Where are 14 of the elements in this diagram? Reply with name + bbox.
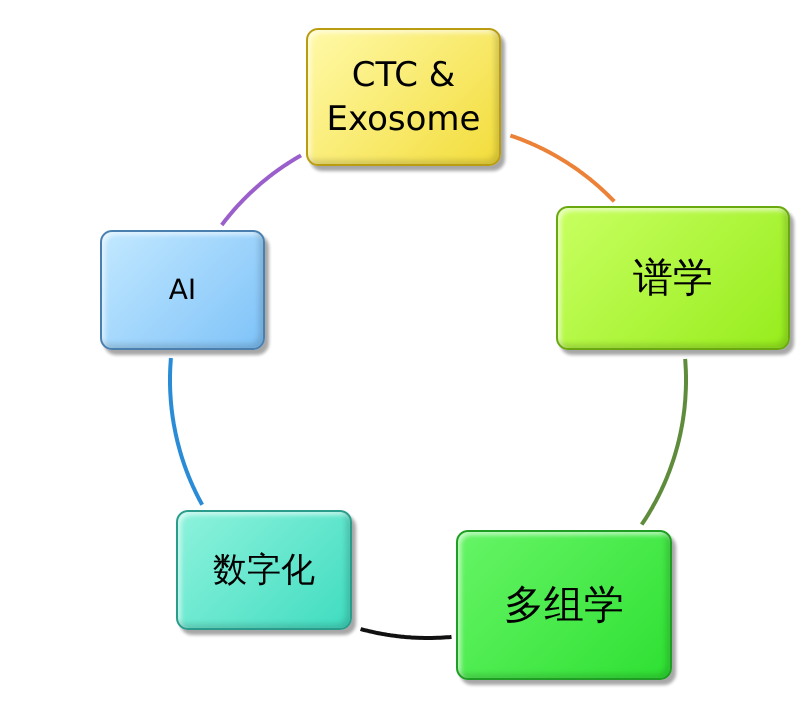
node-label: 谱学: [632, 254, 714, 303]
connector-arc: [360, 627, 452, 640]
node-label: 多组学: [503, 581, 625, 630]
process-box: [456, 530, 672, 680]
process-box: [100, 230, 265, 350]
connector-arc: [640, 358, 688, 526]
node-label: CTC & Exosome: [326, 54, 482, 141]
node-label: 数字化: [212, 548, 316, 592]
process-box: [556, 206, 790, 350]
connector-arc: [510, 134, 616, 203]
process-box: [306, 28, 501, 166]
node-label: AI: [168, 272, 198, 308]
connector-arc: [168, 358, 204, 506]
process-box: [176, 510, 352, 630]
